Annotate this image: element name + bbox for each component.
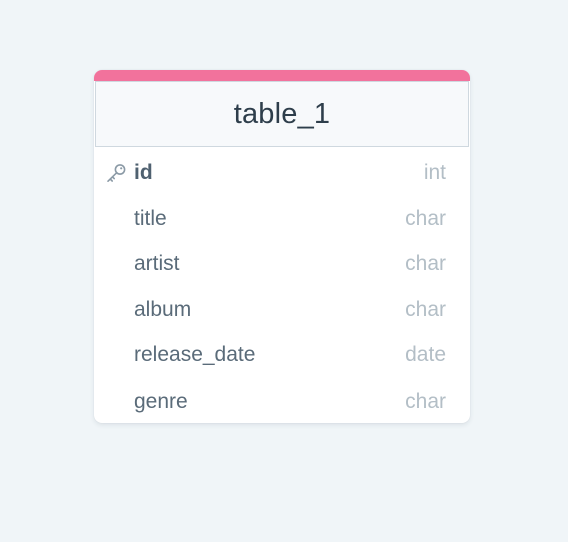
field-type: date (405, 343, 446, 366)
field-type: char (405, 207, 446, 230)
field-type: char (405, 390, 446, 413)
field-type: int (423, 161, 446, 184)
field-name: artist (134, 252, 180, 275)
table-header[interactable]: table_1 (95, 81, 469, 147)
table-title: table_1 (233, 97, 331, 130)
field-row-artist[interactable]: artist char (94, 241, 470, 287)
field-name: title (134, 207, 167, 230)
field-name: id (134, 161, 153, 184)
field-type: char (405, 252, 446, 275)
field-name: release_date (134, 343, 256, 366)
field-row-album[interactable]: album char (94, 287, 470, 333)
field-row-genre[interactable]: genre char (94, 379, 470, 423)
field-name: album (134, 298, 192, 321)
table-card[interactable]: table_1 id int title char artist char al… (94, 70, 470, 423)
field-row-title[interactable]: title char (94, 196, 470, 242)
key-icon (105, 163, 127, 183)
field-type: char (405, 298, 446, 321)
field-row-release-date[interactable]: release_date date (94, 332, 470, 378)
field-row-id[interactable]: id int (94, 150, 470, 196)
table-accent-bar (94, 70, 470, 81)
field-name: genre (134, 390, 188, 413)
